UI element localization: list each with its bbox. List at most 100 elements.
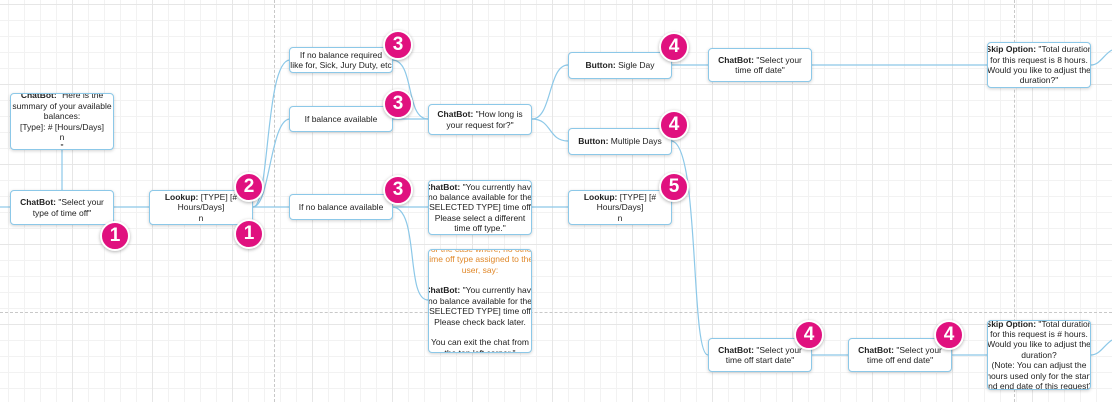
- node-text-line: Skip Option: "Total duration: [988, 44, 1090, 54]
- node-text-segment: for this request is # hours.: [990, 329, 1088, 340]
- connector-how-long-to-single-day: [531, 64, 569, 120]
- node-text-line: If no balance required: [300, 50, 382, 60]
- node-text-line: ChatBot: "How long is: [437, 109, 522, 119]
- step-badge: 3: [383, 89, 413, 119]
- node-text-segment: time off end date": [866, 355, 934, 365]
- connector-lookup-to-no-balance-required: [252, 59, 291, 208]
- node-text-segment: For the case where, no other: [428, 249, 532, 255]
- node-text-line: ChatBot: "Select your: [858, 345, 942, 355]
- node-button-single-day[interactable]: Button: Sigle Day: [568, 52, 672, 79]
- node-text-segment: no balance available for the: [428, 295, 532, 306]
- node-text-segment: Lookup:: [164, 191, 199, 202]
- node-text-line: time off end date": [867, 355, 933, 365]
- node-text-segment: Please select a different: [434, 212, 526, 223]
- node-text-segment: [TYPE] [#: [198, 191, 238, 202]
- step-badge: 2: [234, 172, 264, 202]
- step-badge: 4: [659, 32, 689, 62]
- node-text-line: duration?": [1020, 75, 1058, 85]
- node-text-line: user, say:: [462, 265, 498, 275]
- node-text-segment: "Select your: [753, 344, 802, 355]
- node-text-segment: n: [617, 212, 623, 223]
- step-badge: 4: [934, 320, 964, 350]
- node-lookup-balance-2[interactable]: Lookup: [TYPE] [#Hours/Days]n: [568, 190, 672, 225]
- node-text-segment: (Note: You can adjust the: [991, 360, 1087, 371]
- node-text-segment: n: [198, 212, 204, 223]
- node-if-no-balance-required[interactable]: If no balance required(like for, Sick, J…: [289, 47, 393, 73]
- node-text-segment: "You currently have: [460, 285, 532, 296]
- node-lookup-balance[interactable]: Lookup: [TYPE] [#Hours/Days]n: [149, 190, 253, 225]
- node-text-segment: user, say:: [461, 264, 499, 275]
- node-text-segment: If no balance available: [298, 201, 384, 212]
- node-text-segment: "Select your: [893, 344, 942, 355]
- node-button-multiple-days[interactable]: Button: Multiple Days: [568, 128, 672, 155]
- step-badge: 3: [383, 175, 413, 205]
- node-text-segment: Would you like to adjust the: [987, 339, 1091, 350]
- connector-lookup-to-balance-available: [252, 118, 291, 208]
- node-text-segment: ChatBot:: [429, 181, 461, 192]
- node-text-segment: the top left corner.": [444, 347, 516, 353]
- step-badge: 3: [383, 30, 413, 60]
- node-text-segment: for this request is 8 hours.: [990, 54, 1088, 65]
- node-text-line: Hours/Days]: [178, 202, 225, 212]
- step-badge: 4: [659, 110, 689, 140]
- node-text-line: summary of your available: [12, 101, 111, 111]
- node-text-segment: duration?": [1019, 75, 1059, 86]
- node-text-segment: ChatBot:: [858, 344, 894, 355]
- node-text-line: Button: Sigle Day: [586, 60, 655, 70]
- connector-no-balance-required-to-how-long: [391, 59, 429, 120]
- node-text-segment: If no balance required: [299, 49, 383, 60]
- node-text-line: Would you like to adjust the: [988, 65, 1090, 75]
- node-text-line: hours used only for the start: [988, 371, 1090, 381]
- node-text-segment: Hours/Days]: [596, 202, 644, 213]
- node-text-line: time off date": [735, 65, 785, 75]
- node-text-segment: ChatBot:: [20, 93, 57, 101]
- node-text-line: For the case where, no other: [428, 249, 532, 255]
- node-text-line: Lookup: [TYPE] [#: [165, 192, 237, 202]
- node-text-line: Button: Multiple Days: [578, 136, 662, 146]
- node-text-line: n: [199, 213, 204, 223]
- node-text-segment: duration?: [1021, 349, 1057, 360]
- node-text-line: ChatBot: "You currently have: [429, 285, 532, 296]
- node-text-segment: Skip Option:: [987, 320, 1037, 329]
- node-text-segment: ChatBot:: [20, 197, 56, 208]
- node-text-segment: and end date of this request)": [987, 380, 1091, 390]
- node-text-line: for this request is 8 hours.: [990, 55, 1088, 65]
- node-text-segment: "Total duration: [1036, 320, 1091, 329]
- connector-skip-multi-to-right-edge: [1090, 339, 1112, 356]
- node-text-line: [Type]: # [Hours/Days]: [20, 122, 104, 132]
- node-text-line: no balance available for the: [429, 192, 531, 202]
- node-text-segment: Sigle Day: [615, 60, 655, 71]
- node-text-segment: [TYPE] [#: [617, 191, 657, 202]
- page-guide-vertical: [274, 0, 275, 402]
- step-badge: 1: [234, 219, 264, 249]
- node-text-line: ChatBot: "Select your: [718, 345, 802, 355]
- connector-skip-to-right-edge: [1090, 49, 1112, 66]
- node-text-segment: Multiple Days: [608, 136, 662, 147]
- node-text-segment: "How long is: [473, 109, 523, 120]
- node-text-line: Please select a different: [435, 213, 526, 223]
- node-text-segment: "Here is the: [56, 93, 104, 101]
- node-if-no-balance-available[interactable]: If no balance available: [289, 194, 393, 220]
- node-text-line: time off type assigned to the: [429, 254, 531, 264]
- node-text-segment: If balance available: [304, 113, 378, 124]
- connector-no-balance-available-to-no-type-note: [391, 206, 429, 301]
- node-text-segment: ChatBot:: [718, 344, 754, 355]
- node-text-line: type of time off": [33, 208, 92, 218]
- node-text-segment: "You currently have: [460, 181, 532, 192]
- node-text-line: [479, 327, 481, 337]
- node-text-segment: ": [60, 142, 64, 150]
- node-text-line: Would you like to adjust the: [987, 339, 1091, 350]
- node-if-balance-available[interactable]: If balance available: [289, 106, 393, 132]
- node-text-segment: "Select your: [55, 197, 104, 208]
- node-text-line: [SELECTED TYPE] time off.: [429, 306, 531, 316]
